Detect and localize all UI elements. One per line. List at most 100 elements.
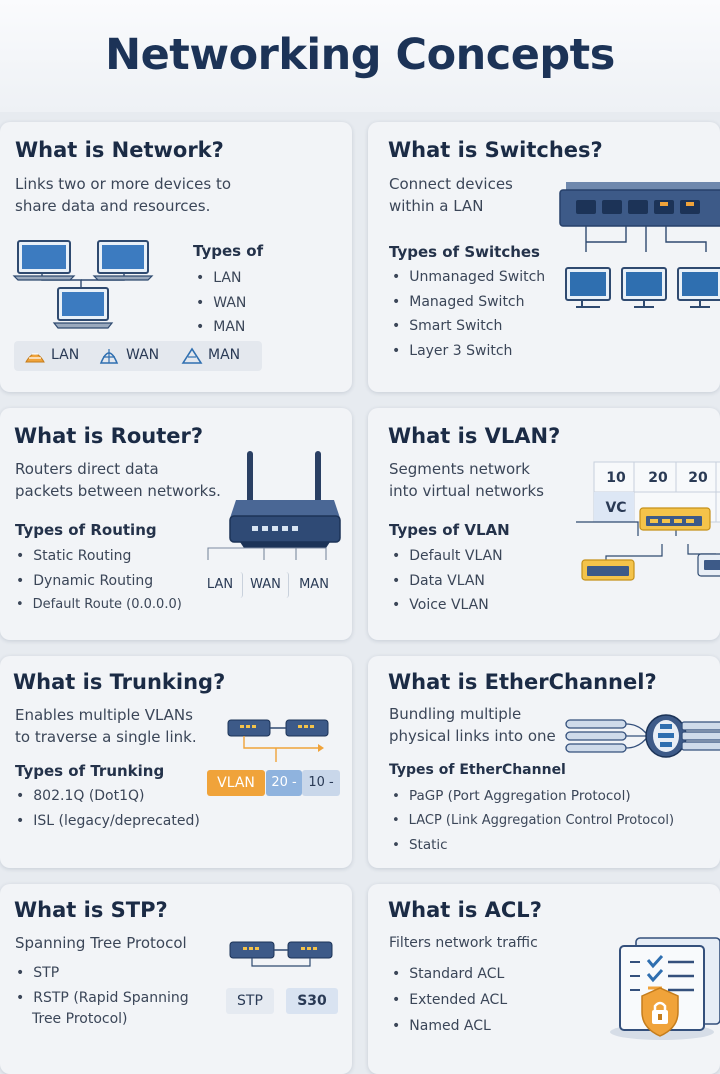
card-description: Links two or more devices to share data … <box>15 175 232 215</box>
list-item: STP <box>16 961 189 986</box>
network-diagram <box>12 240 154 329</box>
list-item: Default Route (0.0.0.0) <box>16 593 182 618</box>
list-item: Static <box>392 833 674 858</box>
list-item: Standard ACL <box>392 962 507 988</box>
card-network: What is Network? Links two or more devic… <box>0 122 352 392</box>
card-router: What is Router? Routers direct data pack… <box>0 408 352 640</box>
list-item: PaGP (Port Aggregation Protocol) <box>392 784 674 809</box>
list-item: RSTP (Rapid Spanning <box>16 986 188 1008</box>
list-item: ISL (legacy/deprecated) <box>16 809 200 834</box>
port-label: WAN <box>243 572 289 598</box>
list-item: Named ACL <box>392 1014 507 1040</box>
monitor-icon <box>621 267 667 308</box>
monitor-icon <box>677 267 720 308</box>
card-description: Connect devices within a LAN <box>389 175 513 215</box>
card-trunking: What is Trunking? Enables multiple VLANs… <box>0 656 352 868</box>
lan-icon <box>25 353 45 363</box>
list-item: 802.1Q (Dot1Q) <box>16 784 200 809</box>
card-switches: What is Switches? Connect devices within… <box>368 122 720 392</box>
types-heading: Types of Switches <box>389 243 540 261</box>
switch-icon <box>227 719 271 737</box>
types-heading: Types of <box>193 242 264 260</box>
vlan-tag: 20 - <box>266 770 302 796</box>
card-title: What is ACL? <box>388 898 542 922</box>
stp-tag: S30 <box>286 988 338 1014</box>
types-heading: Types of VLAN <box>389 521 510 539</box>
legend-label: LAN <box>51 347 80 363</box>
card-title: What is Network? <box>15 138 224 162</box>
list-item: LACP (Link Aggregation Control Protocol) <box>392 809 674 834</box>
types-list: Default VLAN Data VLAN Voice VLAN <box>392 544 503 618</box>
network-legend <box>14 341 262 371</box>
vlan-tag: VLAN <box>207 770 265 796</box>
monitor-icon <box>565 267 611 308</box>
types-list: Static Routing Dynamic Routing Default R… <box>16 544 182 618</box>
list-item: Extended ACL <box>392 988 507 1014</box>
types-heading: Types of Trunking <box>15 762 165 780</box>
laptop-icon <box>12 240 76 281</box>
header: Networking Concepts <box>0 0 720 112</box>
list-item: MAN <box>196 315 246 340</box>
vlan-cell: VC <box>605 500 627 516</box>
switch-icon <box>229 941 275 959</box>
wan-icon <box>99 349 119 364</box>
list-item: Layer 3 Switch <box>392 339 545 364</box>
card-vlan: What is VLAN? Segments network into virt… <box>368 408 720 640</box>
card-description: Routers direct data packets between netw… <box>15 460 221 500</box>
types-list: LAN WAN MAN <box>196 266 246 340</box>
vlan-cell: 10 <box>606 470 626 486</box>
etherchannel-bundle-icon <box>565 714 720 758</box>
list-item: WAN <box>196 291 246 316</box>
card-description: Filters network traffic <box>389 935 538 951</box>
card-description: Spanning Tree Protocol <box>15 934 187 952</box>
router-diagram <box>207 451 341 560</box>
stp-tag: STP <box>226 988 274 1014</box>
card-stp: What is STP? Spanning Tree Protocol STP … <box>0 884 352 1074</box>
list-item: Data VLAN <box>392 569 503 594</box>
list-item: Voice VLAN <box>392 593 503 618</box>
types-list: Unmanaged Switch Managed Switch Smart Sw… <box>392 265 545 363</box>
stp-diagram <box>229 941 333 967</box>
vlan-cell: 20 <box>688 470 708 486</box>
switch-icon <box>581 559 635 581</box>
types-list: 802.1Q (Dot1Q) ISL (legacy/deprecated) <box>16 784 200 833</box>
switch-diagram <box>559 182 720 308</box>
port-label: LAN <box>198 572 243 598</box>
page-title: Networking Concepts <box>105 30 615 80</box>
list-item-continuation: Tree Protocol) <box>32 1011 128 1027</box>
card-description: Enables multiple VLANs to traverse a sin… <box>15 706 197 746</box>
acl-document-lock-icon <box>610 937 720 1040</box>
card-etherchannel: What is EtherChannel? Bundling multiple … <box>368 656 720 868</box>
trunk-diagram <box>227 719 329 762</box>
laptop-icon <box>52 287 114 329</box>
list-item: LAN <box>196 266 246 291</box>
list-item: Unmanaged Switch <box>392 265 545 290</box>
vlan-switch-diagram <box>576 507 720 581</box>
list-item: Default VLAN <box>392 544 502 569</box>
switch-icon <box>559 182 720 227</box>
card-title: What is Router? <box>14 424 204 448</box>
man-icon <box>181 347 203 364</box>
switch-icon <box>697 553 720 577</box>
card-title: What is Trunking? <box>13 670 226 694</box>
types-heading: Types of EtherChannel <box>389 762 566 778</box>
card-description: Bundling multiple physical links into on… <box>389 705 556 745</box>
vlan-cell: 20 <box>648 470 668 486</box>
legend-label: WAN <box>126 347 160 363</box>
card-title: What is VLAN? <box>388 424 561 448</box>
legend-label: MAN <box>208 347 241 363</box>
switch-icon <box>287 941 333 959</box>
list-item: Managed Switch <box>392 290 545 315</box>
card-title: What is Switches? <box>388 138 603 162</box>
card-title: What is STP? <box>14 898 168 922</box>
port-label: MAN <box>299 577 329 592</box>
card-description: Segments network into virtual networks <box>389 460 544 500</box>
switch-icon <box>639 507 711 531</box>
list-item: Static Routing <box>16 544 182 569</box>
vlan-tag: 10 - <box>302 770 340 796</box>
card-title: What is EtherChannel? <box>388 670 657 694</box>
list-item: Smart Switch <box>392 314 545 339</box>
types-list: PaGP (Port Aggregation Protocol) LACP (L… <box>392 784 674 858</box>
list-item: Dynamic Routing <box>16 569 182 594</box>
card-acl: What is ACL? Filters network traffic Sta… <box>368 884 720 1074</box>
